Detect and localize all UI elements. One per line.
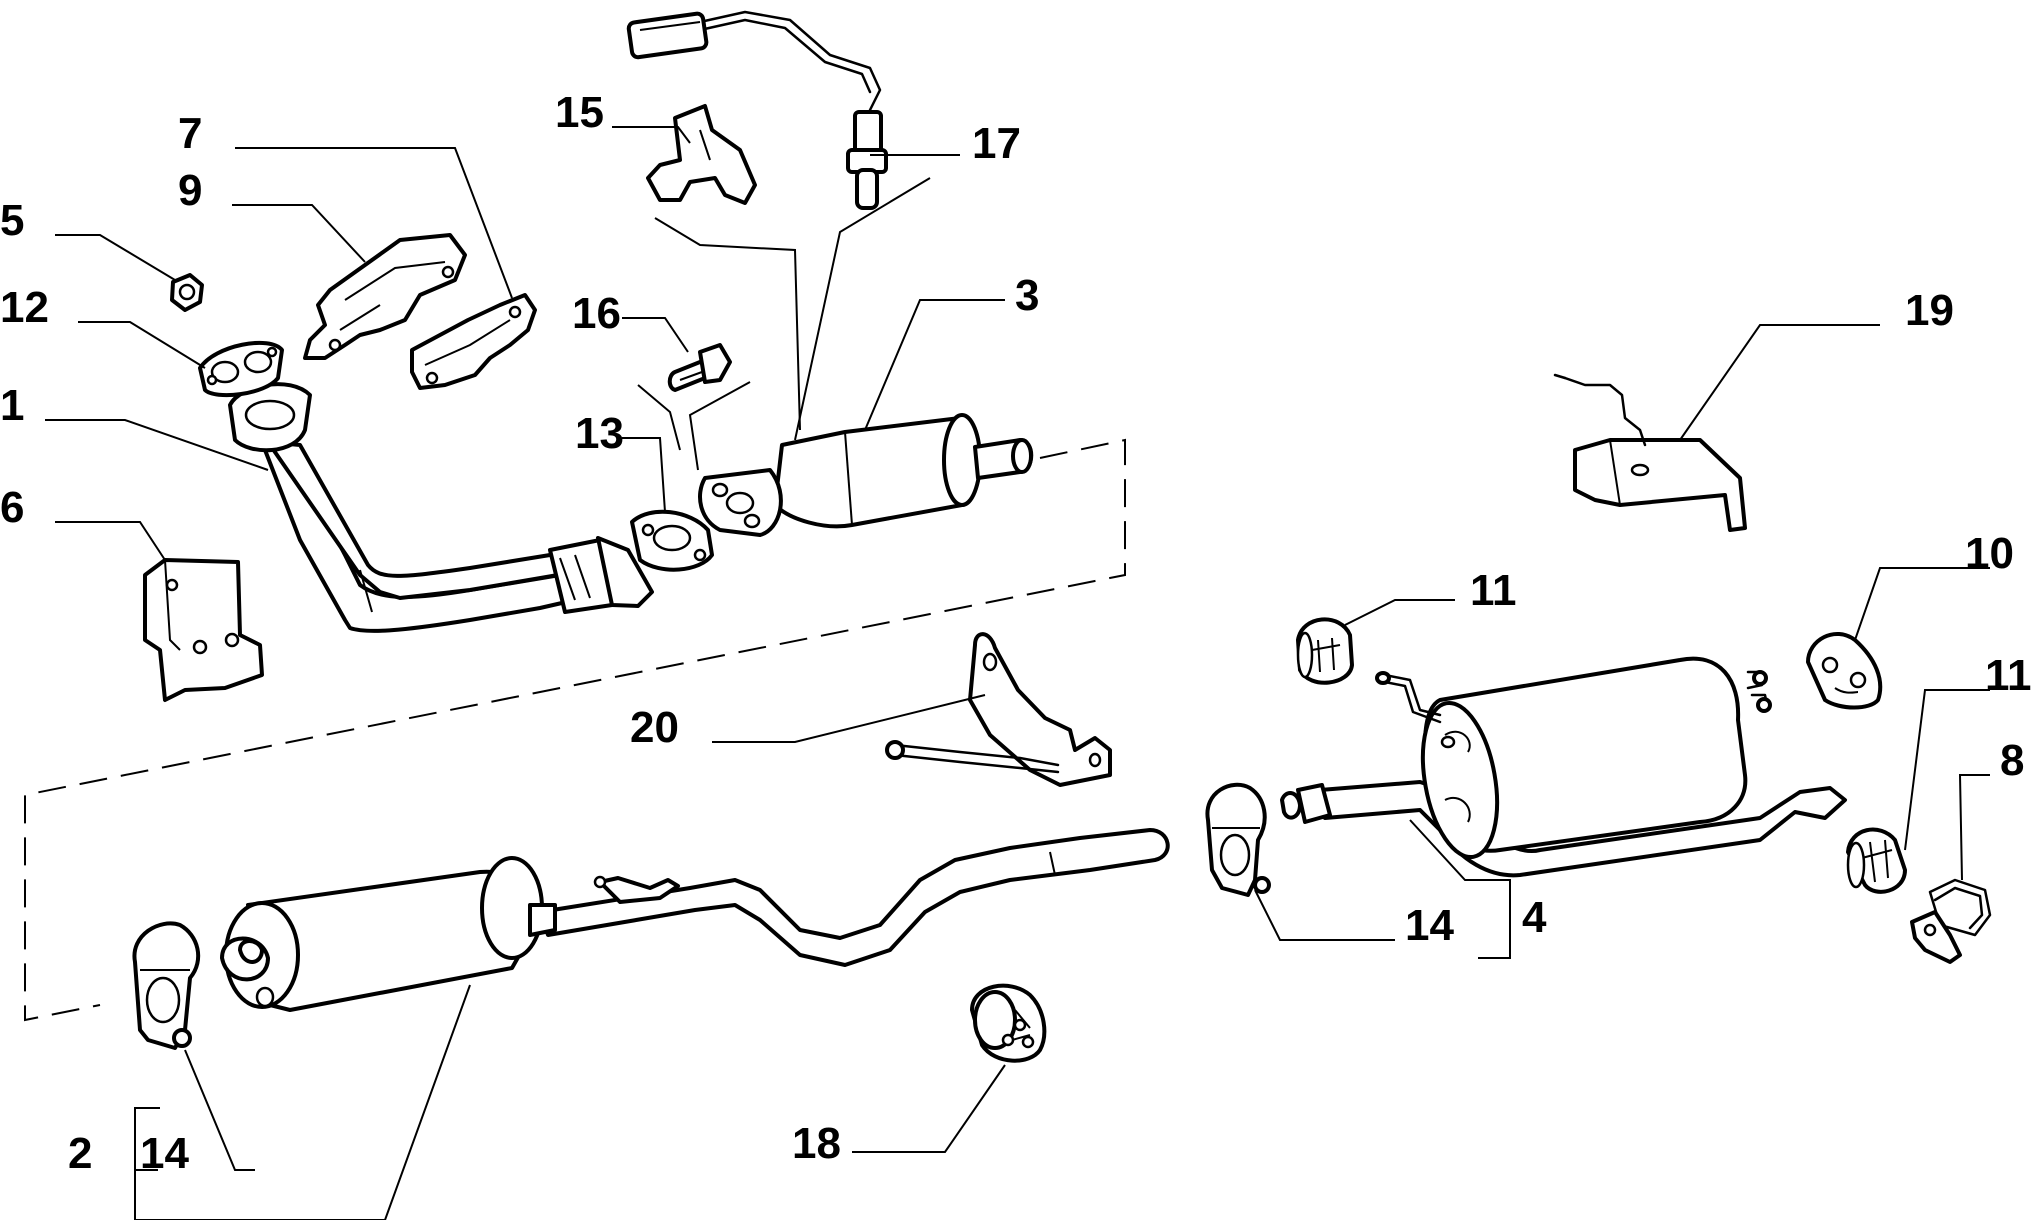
callout-5: 5 xyxy=(0,196,24,245)
callout-labels: 7 9 5 12 1 6 15 17 3 16 13 19 10 11 11 8… xyxy=(0,88,2031,1178)
callout-1: 1 xyxy=(0,381,24,430)
rubber-mount-upper xyxy=(1296,617,1354,685)
callout-20: 20 xyxy=(630,703,679,752)
callout-11-lower: 11 xyxy=(1985,651,2031,700)
callout-9: 9 xyxy=(178,166,202,215)
pipe-support-bracket xyxy=(143,558,264,702)
callout-15: 15 xyxy=(555,88,604,137)
callout-7: 7 xyxy=(178,109,202,158)
grommet xyxy=(970,983,1047,1063)
gasket-flange xyxy=(630,509,714,572)
callout-3: 3 xyxy=(1015,271,1039,320)
bolt xyxy=(667,343,732,392)
callout-14-right: 14 xyxy=(1405,901,1454,950)
catalytic-converter xyxy=(698,413,1034,537)
hanger-clamp-left xyxy=(132,921,201,1050)
rubber-mount-lower xyxy=(1846,827,1907,894)
rubber-mount-round xyxy=(1806,632,1883,710)
heat-shield-upper xyxy=(303,233,467,360)
nut xyxy=(170,273,204,312)
oxygen-sensor xyxy=(626,10,888,210)
hanger-clamp-right xyxy=(1205,782,1271,897)
leader-lines xyxy=(45,126,1990,1220)
callout-11-upper: 11 xyxy=(1470,566,1517,615)
callout-8: 8 xyxy=(2000,736,2024,785)
heat-shield-lower xyxy=(410,293,537,390)
manifold-gasket xyxy=(198,340,284,398)
callout-12: 12 xyxy=(0,283,49,332)
section-outline xyxy=(24,438,1126,1022)
callout-17: 17 xyxy=(972,119,1021,168)
callout-6: 6 xyxy=(0,483,24,532)
callout-16: 16 xyxy=(572,289,621,338)
callout-18: 18 xyxy=(792,1119,841,1168)
tailpipe-hanger-bracket xyxy=(1910,878,1992,964)
pipe-hanger xyxy=(885,632,1112,787)
rear-bracket xyxy=(1553,373,1747,532)
rear-muffler xyxy=(1280,656,1847,878)
callout-14-left: 14 xyxy=(140,1129,189,1178)
callout-13: 13 xyxy=(575,409,624,458)
center-muffler-pipe xyxy=(220,828,1170,1012)
callout-19: 19 xyxy=(1905,286,1954,335)
callout-2: 2 xyxy=(68,1129,92,1178)
front-exhaust-pipe xyxy=(228,382,654,633)
callout-4: 4 xyxy=(1522,893,1547,942)
sensor-bracket xyxy=(646,104,757,205)
callout-10: 10 xyxy=(1965,529,2014,578)
